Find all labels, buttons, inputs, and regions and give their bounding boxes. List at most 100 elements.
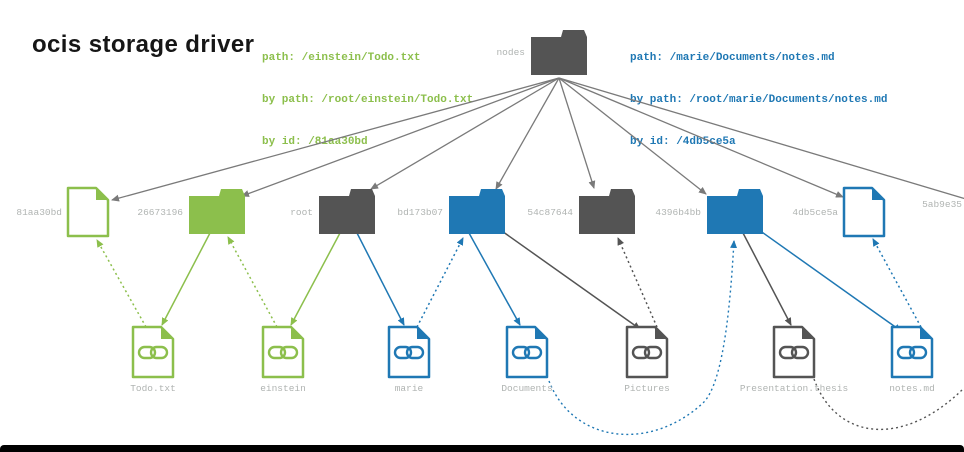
edge-bd173b07-pictures (498, 228, 641, 330)
link-file-icon (625, 325, 669, 379)
edge-bd173b07-documents (468, 232, 521, 326)
ref-pictures-54c87644 (617, 237, 658, 328)
page-title: ocis storage driver (32, 31, 255, 58)
annotation-line: by path: /root/marie/Documents/notes.md (630, 94, 888, 106)
edge-4396b4bb-presentation-thesis (742, 232, 792, 326)
annotation-marie-path: path: /marie/Documents/notes.md by path:… (630, 23, 887, 177)
file-fold-icon (291, 327, 303, 339)
ref-einstein-26673196 (227, 236, 278, 328)
edge-nodes-54c87644 (558, 77, 596, 189)
file-fold-icon (920, 327, 932, 339)
folder-icon (219, 189, 245, 196)
inode-label-root: root (290, 207, 313, 218)
annotation-line: by id: /4db5ce5a (630, 136, 736, 148)
chain-link-icon (778, 345, 798, 360)
inode-label-bd173b07: bd173b07 (397, 207, 443, 218)
folder-icon (189, 196, 245, 234)
inode-label-54c87644: 54c87644 (527, 207, 573, 218)
chain-link-icon (631, 345, 651, 360)
chain-link-icon (908, 345, 928, 360)
link-file-icon (505, 325, 549, 379)
folder-icon (561, 30, 587, 37)
root-node-label: nodes (496, 47, 525, 58)
inode-4db5ce5a (842, 186, 886, 238)
chain-link-icon (643, 345, 663, 360)
edge-root-einstein (290, 232, 341, 326)
edge-4396b4bb-notes-md (758, 229, 902, 332)
edge-nodes-5ab9e35 (558, 77, 964, 200)
chain-link-icon (511, 345, 531, 360)
chain-link-icon (896, 345, 916, 360)
file-fold-icon (655, 327, 667, 339)
annotation-einstein-path: path: /einstein/Todo.txt by path: /root/… (262, 23, 473, 177)
edge-nodes-26673196 (241, 77, 560, 197)
link-todo-txt (131, 325, 175, 379)
edge-nodes-4396b4bb (558, 77, 707, 195)
inode-81aa30bd (66, 186, 110, 238)
file-fold-icon (872, 188, 884, 200)
file-fold-icon (96, 188, 108, 200)
folder-icon (349, 189, 375, 196)
folder-icon (737, 189, 763, 196)
inode-54c87644 (579, 189, 635, 234)
folder-icon (319, 196, 375, 234)
link-file-icon (261, 325, 305, 379)
inode-label-81aa30bd: 81aa30bd (16, 207, 62, 218)
link-label-notes.md: notes.md (889, 383, 935, 394)
annotation-line: path: /einstein/Todo.txt (262, 52, 421, 64)
annotation-line: by path: /root/einstein/Todo.txt (262, 94, 474, 106)
edge-nodes-81aa30bd (111, 77, 560, 202)
file-fold-icon (417, 327, 429, 339)
chain-link-icon (393, 345, 413, 360)
folder-icon (449, 196, 505, 234)
node-nodes (531, 30, 587, 75)
inode-root (319, 189, 375, 234)
folder-icon (531, 37, 587, 75)
chain-link-icon (149, 345, 169, 360)
annotation-line: path: /marie/Documents/notes.md (630, 52, 835, 64)
link-file-icon (890, 325, 934, 379)
chain-link-icon (137, 345, 157, 360)
link-documents (505, 325, 549, 379)
folder-icon (479, 189, 505, 196)
bottom-bar (0, 445, 964, 452)
chain-link-icon (267, 345, 287, 360)
edge-nodes-bd173b07 (495, 77, 560, 190)
link-presentation-thesis (772, 325, 816, 379)
link-marie (387, 325, 431, 379)
folder-icon (609, 189, 635, 196)
ref-notes-md-4db5ce5a (872, 238, 922, 328)
chain-link-icon (279, 345, 299, 360)
inode-label-5ab9e35: 5ab9e35 (922, 199, 962, 210)
chain-link-icon (790, 345, 810, 360)
link-file-icon (772, 325, 816, 379)
inode-4396b4bb (707, 189, 763, 234)
link-file-icon (387, 325, 431, 379)
folder-icon (579, 196, 635, 234)
inode-label-4db5ce5a: 4db5ce5a (792, 207, 838, 218)
link-notes-md (890, 325, 934, 379)
link-file-icon (131, 325, 175, 379)
link-label-documents: Documents (501, 383, 552, 394)
annotation-line: by id: /81aa30bd (262, 136, 368, 148)
folder-icon (707, 196, 763, 234)
file-fold-icon (535, 327, 547, 339)
file-fold-icon (802, 327, 814, 339)
inode-label-26673196: 26673196 (137, 207, 183, 218)
link-label-pictures: Pictures (624, 383, 670, 394)
chain-link-icon (523, 345, 543, 360)
edge-root-marie (356, 232, 405, 326)
link-pictures (625, 325, 669, 379)
link-label-einstein: einstein (260, 383, 306, 394)
edge-26673196-todo-txt (161, 232, 211, 326)
chain-link-icon (405, 345, 425, 360)
link-label-marie: marie (395, 383, 424, 394)
edge-nodes-root (370, 77, 560, 190)
link-einstein (261, 325, 305, 379)
link-label-presentation.thesis: Presentation.thesis (740, 383, 848, 394)
edge-nodes-4db5ce5a (558, 77, 844, 198)
ref-todo-txt-81aa30bd (96, 239, 147, 328)
inode-26673196 (189, 189, 245, 234)
ref-marie-bd173b07 (416, 237, 464, 328)
